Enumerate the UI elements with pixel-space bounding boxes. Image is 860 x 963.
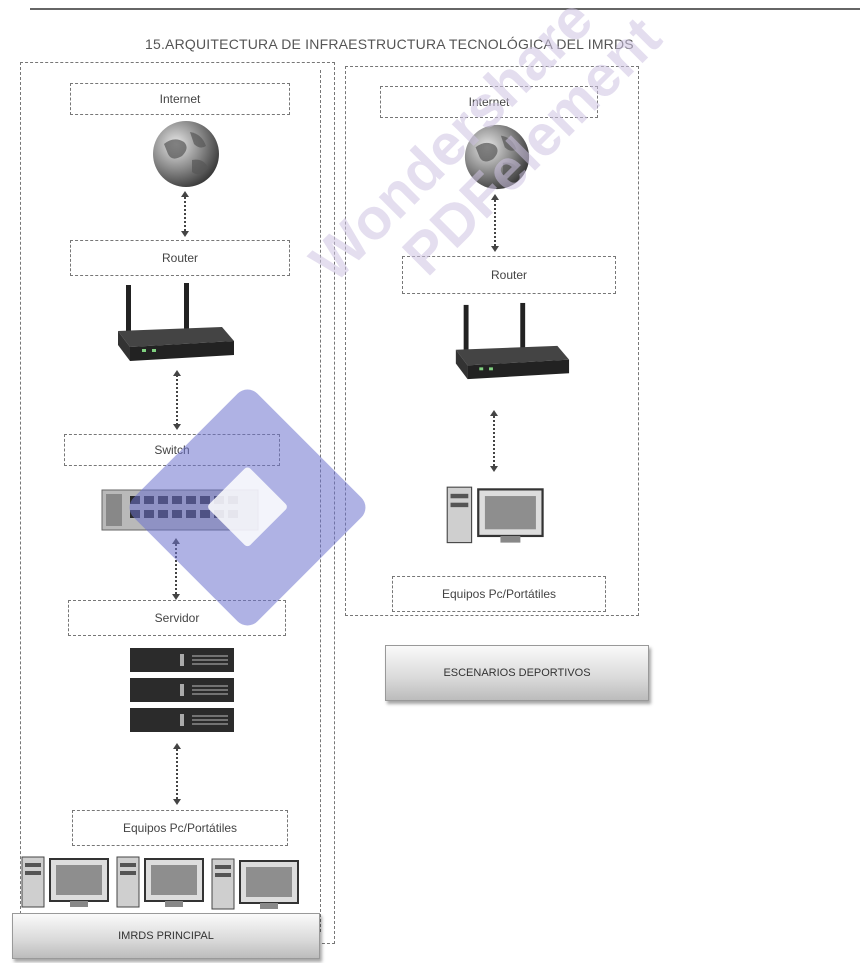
sports-equipment-label: Equipos Pc/Portátiles xyxy=(392,576,606,612)
top-rule xyxy=(30,8,860,10)
sports-internet-router-link xyxy=(491,194,499,252)
sports-site-banner: ESCENARIOS DEPORTIVOS xyxy=(385,645,649,701)
sports-router-pcs-link xyxy=(490,410,498,472)
sports-router-label: Router xyxy=(402,256,616,294)
desktop-pc-icon xyxy=(115,855,207,911)
desktop-pc-icon xyxy=(445,484,547,548)
diagram-title: 15.ARQUITECTURA DE INFRAESTRUCTURA TECNO… xyxy=(145,36,634,52)
desktop-pc-icon xyxy=(210,857,302,913)
main-equipment-label: Equipos Pc/Portátiles xyxy=(72,810,288,846)
main-internet-router-link xyxy=(181,191,189,237)
globe-icon xyxy=(462,122,532,192)
main-internet-label: Internet xyxy=(70,83,290,115)
main-router-label: Router xyxy=(70,240,290,276)
server-rack-icon xyxy=(128,646,236,734)
sports-internet-label: Internet xyxy=(380,86,598,118)
main-router-switch-link xyxy=(173,370,181,430)
desktop-pc-icon xyxy=(20,855,112,911)
main-server-pcs-link xyxy=(173,743,181,805)
main-site-banner: IMRDS PRINCIPAL xyxy=(12,913,320,959)
router-icon xyxy=(450,300,572,384)
router-icon xyxy=(112,283,237,363)
sports-site-panel xyxy=(345,66,639,616)
globe-icon xyxy=(150,118,222,190)
